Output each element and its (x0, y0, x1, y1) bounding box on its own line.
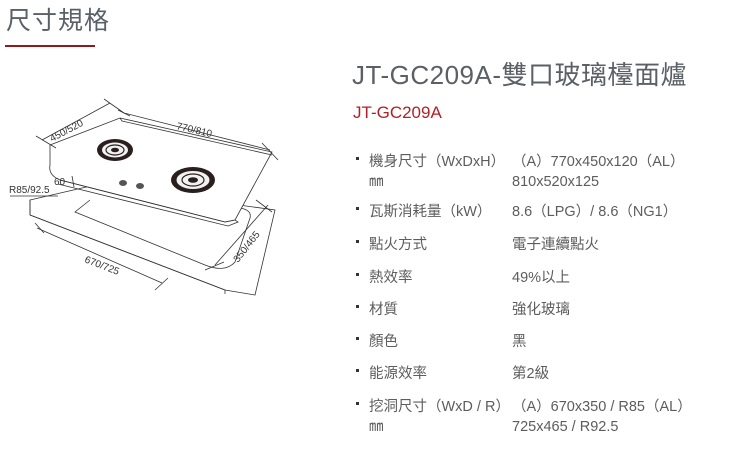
spec-row-energy-efficiency: 能源效率 第2級 (353, 364, 733, 397)
bullet-icon (356, 305, 359, 308)
bullet-icon (356, 273, 359, 276)
spec-row-ignition: 點火方式 電子連續點火 (353, 235, 733, 268)
spec-value: （A）770x450x120（AL）810x520x125 (512, 154, 685, 190)
product-title: JT-GC209A-雙口玻璃檯面爐 (352, 60, 687, 90)
spec-value: 電子連續點火 (512, 237, 599, 253)
spec-label: 瓦斯消耗量（kW） (369, 204, 492, 220)
spec-value: 強化玻璃 (512, 302, 570, 318)
height-dimension-label: 60 (54, 177, 66, 188)
spec-row-color: 顏色 黑 (353, 332, 733, 364)
section-title-underline (5, 45, 95, 47)
radius-dimension-label: R85/92.5 (9, 185, 50, 196)
dimension-diagram: 450/520 770/810 60 R85/92.5 670/725 350/… (9, 98, 279, 296)
bullet-icon (356, 402, 359, 405)
spec-row-gas-consumption: 瓦斯消耗量（kW） 8.6（LPG）/ 8.6（NG1） (353, 202, 733, 235)
spec-row-material: 材質 強化玻璃 (353, 300, 733, 332)
spec-label: 顏色 (369, 334, 398, 350)
product-model: JT-GC209A (353, 103, 442, 122)
spec-label: 材質 (369, 302, 398, 318)
spec-list: 機身尺寸（WxDxH）㎜ （A）770x450x120（AL）810x520x1… (353, 152, 733, 441)
bullet-icon (356, 207, 359, 210)
spec-label: 能源效率 (369, 366, 427, 382)
spec-row-body-size: 機身尺寸（WxDxH）㎜ （A）770x450x120（AL）810x520x1… (353, 152, 733, 202)
spec-label: 熱效率 (369, 270, 413, 286)
bullet-icon (356, 157, 359, 160)
bullet-icon (356, 240, 359, 243)
spec-value: 第2級 (512, 366, 550, 382)
bullet-icon (356, 369, 359, 372)
spec-value: （A）670x350 / R85（AL）725x465 / R92.5 (512, 399, 692, 435)
spec-label: 機身尺寸（WxDxH）㎜ (369, 154, 506, 190)
spec-value: 49%以上 (512, 270, 571, 286)
spec-value: 8.6（LPG）/ 8.6（NG1） (512, 204, 678, 220)
spec-label: 挖洞尺寸（WxD / R）㎜ (369, 399, 510, 435)
spec-row-cutout-size: 挖洞尺寸（WxD / R）㎜ （A）670x350 / R85（AL）725x4… (353, 397, 733, 441)
section-title: 尺寸規格 (6, 6, 111, 35)
cutout-width-label: 670/725 (83, 255, 121, 278)
spec-row-thermal-efficiency: 熱效率 49%以上 (353, 268, 733, 300)
bullet-icon (356, 337, 359, 340)
spec-label: 點火方式 (369, 237, 427, 253)
spec-value: 黑 (512, 334, 527, 350)
